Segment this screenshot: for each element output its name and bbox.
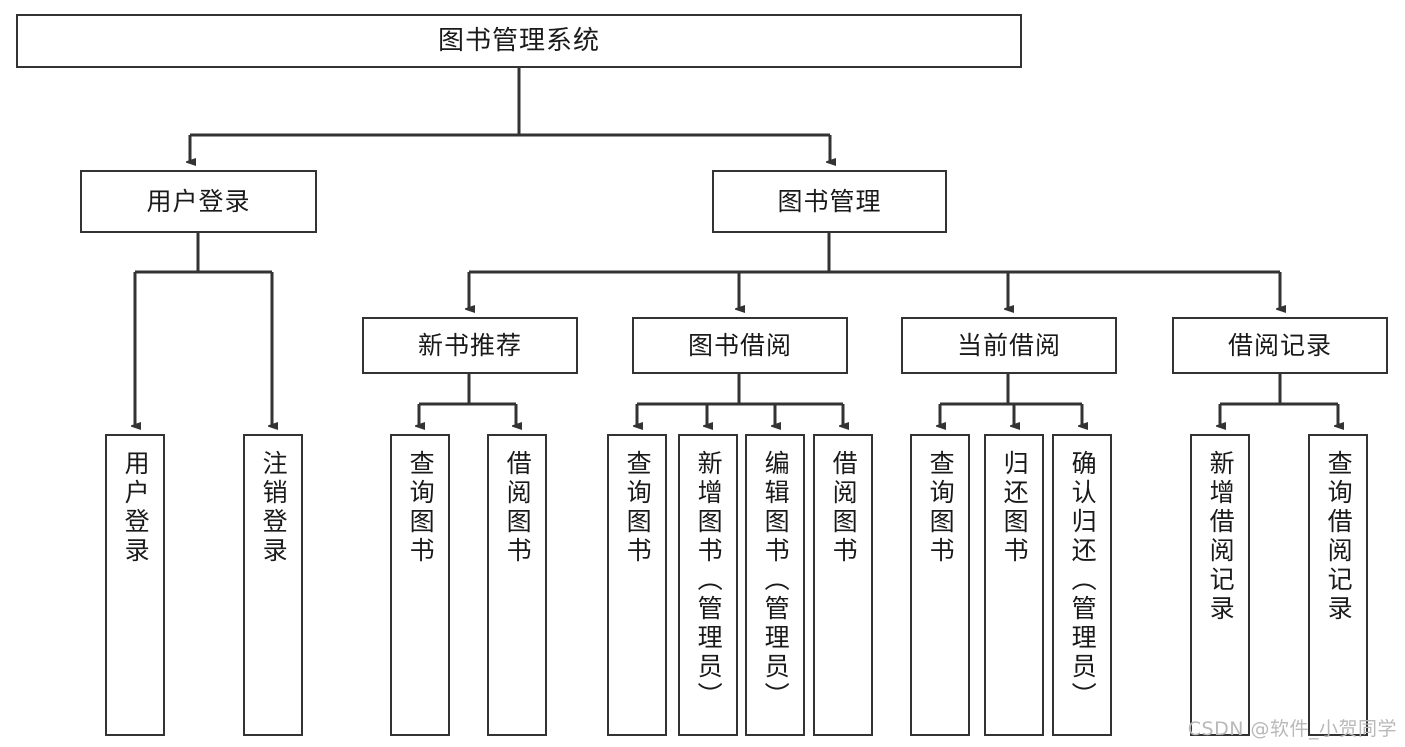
node-current-borrow[interactable]: 当前借阅: [901, 317, 1117, 374]
node-book-borrow-label: 图书借阅: [687, 330, 792, 360]
node-leaf-query-book-current[interactable]: 查询图书: [910, 434, 970, 736]
node-leaf-label: 用户登录: [121, 450, 151, 566]
node-new-book-recommend[interactable]: 新书推荐: [362, 317, 578, 374]
node-leaf-label: 查询借阅记录: [1324, 450, 1354, 624]
node-leaf-label: 查询图书: [406, 450, 436, 566]
node-leaf-label: 新增借阅记录: [1206, 450, 1236, 624]
node-leaf-label: 查询图书: [926, 450, 956, 566]
node-leaf-label: 确认归还（管理员）: [1068, 450, 1098, 711]
node-user-login[interactable]: 用户登录: [80, 170, 317, 233]
node-book-borrow[interactable]: 图书借阅: [632, 317, 848, 374]
node-leaf-label: 注销登录: [259, 450, 289, 566]
node-leaf-logout[interactable]: 注销登录: [243, 434, 303, 736]
node-root-label: 图书管理系统: [437, 25, 600, 56]
node-current-borrow-label: 当前借阅: [956, 330, 1061, 360]
node-leaf-label: 查询图书: [623, 450, 653, 566]
node-new-book-recommend-label: 新书推荐: [417, 330, 522, 360]
node-user-login-label: 用户登录: [146, 186, 251, 216]
node-leaf-label: 借阅图书: [829, 450, 859, 566]
node-leaf-label: 归还图书: [1000, 450, 1030, 566]
node-leaf-label: 借阅图书: [503, 450, 533, 566]
node-book-management-label: 图书管理: [777, 186, 882, 216]
node-leaf-query-book-borrow[interactable]: 查询图书: [607, 434, 667, 736]
node-leaf-confirm-return-admin[interactable]: 确认归还（管理员）: [1052, 434, 1112, 736]
node-leaf-add-book-admin[interactable]: 新增图书（管理员）: [678, 434, 738, 736]
watermark-text: CSDN @软件_小贺同学: [1187, 718, 1397, 740]
node-borrow-record-label: 借阅记录: [1227, 330, 1332, 360]
node-leaf-return-book[interactable]: 归还图书: [984, 434, 1044, 736]
node-leaf-add-borrow-record[interactable]: 新增借阅记录: [1190, 434, 1250, 736]
node-leaf-borrow-book[interactable]: 借阅图书: [813, 434, 873, 736]
node-leaf-query-book-recommend[interactable]: 查询图书: [390, 434, 450, 736]
node-leaf-borrow-book-recommend[interactable]: 借阅图书: [487, 434, 547, 736]
node-leaf-label: 编辑图书（管理员）: [761, 450, 791, 711]
node-leaf-label: 新增图书（管理员）: [694, 450, 724, 711]
node-leaf-query-borrow-record[interactable]: 查询借阅记录: [1308, 434, 1368, 736]
node-leaf-edit-book-admin[interactable]: 编辑图书（管理员）: [745, 434, 805, 736]
node-root-system[interactable]: 图书管理系统: [16, 14, 1022, 68]
node-borrow-record[interactable]: 借阅记录: [1172, 317, 1388, 374]
node-book-management[interactable]: 图书管理: [712, 170, 947, 233]
node-leaf-user-login[interactable]: 用户登录: [105, 434, 165, 736]
